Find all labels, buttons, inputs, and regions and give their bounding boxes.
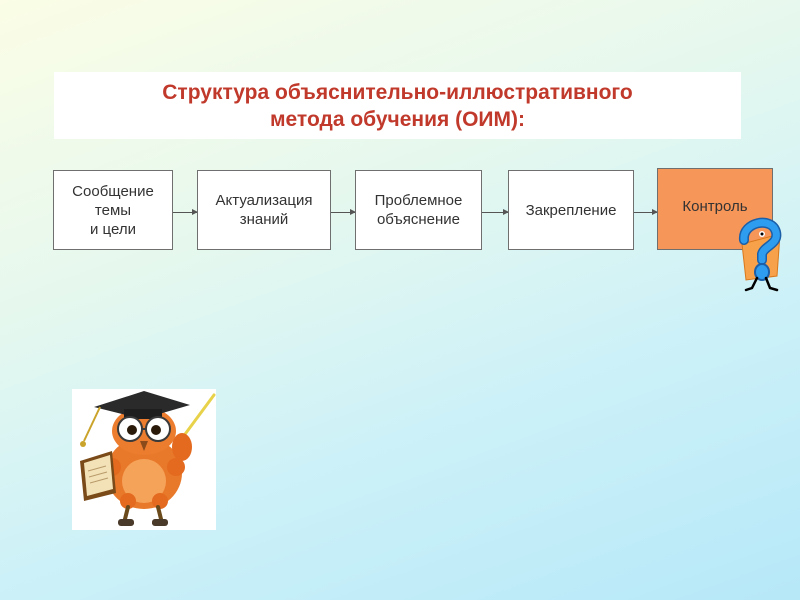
arrow-3 bbox=[482, 209, 509, 215]
owl-teacher-illustration bbox=[72, 389, 216, 530]
step-label-3: Проблемное объяснение bbox=[374, 192, 463, 228]
question-mark-icon bbox=[739, 217, 782, 292]
step-label-1: Сообщение темы и цели bbox=[72, 182, 154, 238]
arrow-1 bbox=[173, 209, 198, 215]
step-label-4: Закрепление bbox=[525, 201, 617, 219]
title-line-1: Структура объяснительно-иллюстративного bbox=[162, 80, 633, 104]
step-label-2: Актуализация знаний bbox=[215, 192, 313, 228]
arrow-4 bbox=[634, 209, 658, 215]
title-line-2: метода обучения (ОИМ): bbox=[270, 107, 525, 131]
step-box-3: Проблемное объяснение bbox=[355, 170, 482, 250]
arrow-2 bbox=[331, 209, 356, 215]
owl-teacher-icon bbox=[80, 391, 216, 526]
step-box-2: Актуализация знаний bbox=[197, 170, 331, 250]
step-box-4: Закрепление bbox=[508, 170, 634, 250]
title-panel: Структура объяснительно-иллюстративного … bbox=[54, 72, 741, 139]
step-box-5: Контроль bbox=[657, 168, 773, 250]
step-box-1: Сообщение темы и цели bbox=[53, 170, 173, 250]
step-label-5: Контроль bbox=[682, 197, 748, 215]
